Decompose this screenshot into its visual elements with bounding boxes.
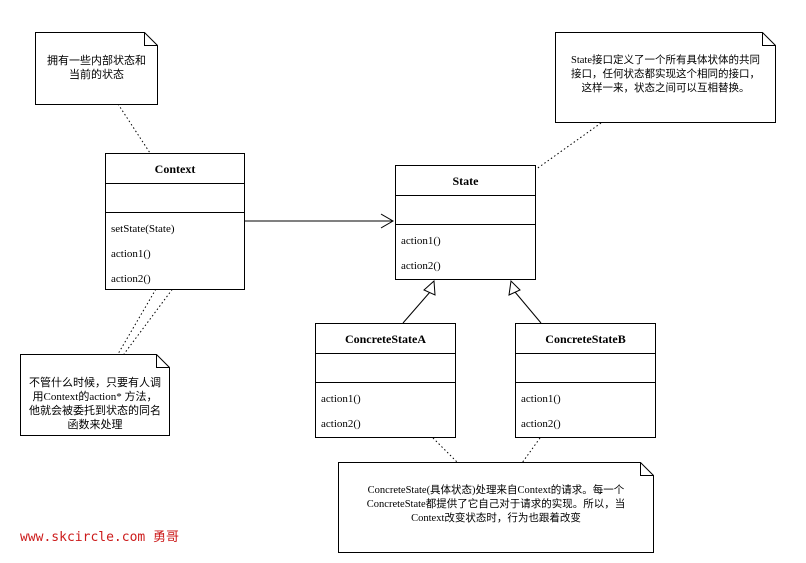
attributes-compartment: [106, 184, 244, 213]
note-anchor-concrete-b: [521, 437, 541, 464]
note-text: 不管什么时候，只要有人调 用Context的action* 方法， 他就会被委托…: [20, 376, 170, 432]
note-line: ConcreteState(具体状态)处理来自Context的请求。每一个: [367, 485, 625, 496]
class-name: ConcreteStateB: [516, 324, 655, 354]
note-anchor-context: [117, 103, 151, 154]
note-line: 函数来处理: [67, 419, 123, 431]
note-line: 他就会被委托到状态的同名: [29, 405, 161, 417]
operation: action2(): [111, 273, 151, 285]
attributes-compartment: [516, 354, 655, 383]
operations-compartment: setState(State) action1() action2(): [106, 213, 244, 292]
note-line: State接口定义了一个所有具体状体的共同: [571, 55, 760, 66]
note-context: 拥有一些内部状态和 当前的状态: [35, 32, 158, 105]
note-anchor-concrete-a: [432, 437, 459, 464]
note-text: ConcreteState(具体状态)处理来自Context的请求。每一个 Co…: [338, 484, 654, 526]
note-action-delegation: 不管什么时候，只要有人调 用Context的action* 方法， 他就会被委托…: [20, 354, 170, 436]
note-state-interface: State接口定义了一个所有具体状体的共同 接口，任何状态都实现这个相同的接口，…: [555, 32, 776, 123]
class-name: Context: [106, 154, 244, 184]
association-arrowhead: [380, 213, 394, 229]
generalization-line-a: [402, 291, 431, 324]
note-line: 用Context的action* 方法，: [32, 391, 158, 403]
operation: action1(): [401, 235, 441, 247]
class-concrete-state-a: ConcreteStateA action1() action2(): [315, 323, 456, 438]
note-line: ConcreteState都提供了它自己对于请求的实现。所以，当: [366, 499, 626, 510]
operations-compartment: action1() action2(): [516, 383, 655, 437]
note-anchor-action-2: [123, 282, 178, 355]
operation: action1(): [111, 248, 151, 260]
note-line: 接口，任何状态都实现这个相同的接口，: [571, 69, 760, 80]
note-line: Context改变状态时，行为也跟着改变: [411, 513, 581, 524]
note-shape: [338, 462, 654, 553]
operation: action1(): [521, 393, 561, 405]
note-concrete-state: ConcreteState(具体状态)处理来自Context的请求。每一个 Co…: [338, 462, 654, 553]
note-shape: [555, 32, 776, 123]
class-name: ConcreteStateA: [316, 324, 455, 354]
generalization-triangle-a: [423, 279, 436, 296]
note-line: 当前的状态: [69, 69, 124, 81]
operation: action1(): [321, 393, 361, 405]
generalization-triangle-b: [508, 279, 521, 296]
operation: setState(State): [111, 223, 175, 235]
operations-compartment: action1() action2(): [316, 383, 455, 437]
class-concrete-state-b: ConcreteStateB action1() action2(): [515, 323, 656, 438]
generalization-line-b: [514, 291, 542, 324]
operations-compartment: action1() action2(): [396, 225, 535, 279]
attributes-compartment: [396, 196, 535, 225]
class-name: State: [396, 166, 535, 196]
note-shape: [20, 354, 170, 436]
note-text: State接口定义了一个所有具体状体的共同 接口，任何状态都实现这个相同的接口，…: [555, 54, 776, 96]
class-state: State action1() action2(): [395, 165, 536, 280]
watermark: www.skcircle.com 勇哥: [20, 530, 180, 545]
operation: action2(): [321, 418, 361, 430]
note-line: 这样一来，状态之间可以互相替换。: [581, 83, 750, 94]
note-anchor-state: [534, 122, 602, 171]
operation: action2(): [521, 418, 561, 430]
class-context: Context setState(State) action1() action…: [105, 153, 245, 290]
note-line: 不管什么时候，只要有人调: [29, 377, 161, 389]
note-shape: [35, 32, 158, 105]
note-line: 拥有一些内部状态和: [47, 55, 146, 67]
operation: action2(): [401, 260, 441, 272]
attributes-compartment: [316, 354, 455, 383]
note-text: 拥有一些内部状态和 当前的状态: [35, 54, 158, 82]
